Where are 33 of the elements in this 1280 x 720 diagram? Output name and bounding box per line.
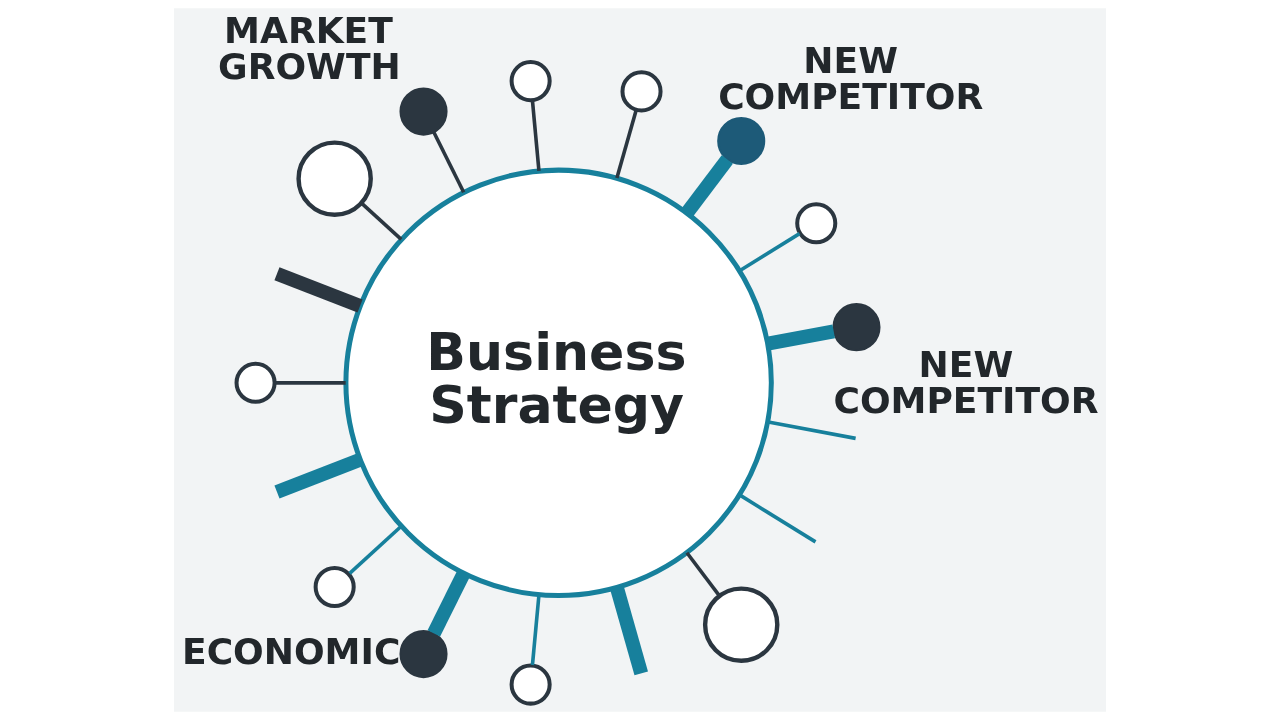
connector	[274, 267, 363, 313]
node-circle	[313, 565, 356, 609]
node-circle	[399, 630, 448, 679]
node-circle	[509, 60, 552, 103]
connector	[530, 100, 541, 171]
node-circle	[296, 140, 373, 217]
connector	[685, 551, 721, 597]
node-label: MARKET GROWTH	[218, 10, 401, 89]
node-circle	[832, 303, 881, 352]
node-label: NEW COMPETITOR	[833, 344, 1099, 423]
connector	[432, 131, 466, 194]
connector	[275, 381, 346, 385]
connector	[738, 232, 801, 273]
connector	[610, 585, 648, 676]
node-circle	[399, 87, 448, 136]
connector	[767, 420, 856, 441]
node-circle	[717, 116, 766, 166]
node-circle	[702, 586, 780, 663]
connector	[530, 594, 541, 666]
connector	[615, 109, 638, 179]
node-label: ECONOMIC	[182, 630, 401, 673]
node-circle	[509, 663, 552, 706]
node-circle	[620, 70, 663, 113]
connector	[681, 155, 733, 218]
connector	[274, 453, 363, 499]
connector	[427, 570, 470, 637]
connector	[766, 324, 836, 351]
node-circle	[795, 202, 838, 245]
node-label: NEW COMPETITOR	[718, 39, 984, 118]
connector	[348, 524, 403, 575]
connector	[360, 202, 403, 241]
connector	[739, 493, 817, 544]
node-circle	[234, 361, 277, 404]
